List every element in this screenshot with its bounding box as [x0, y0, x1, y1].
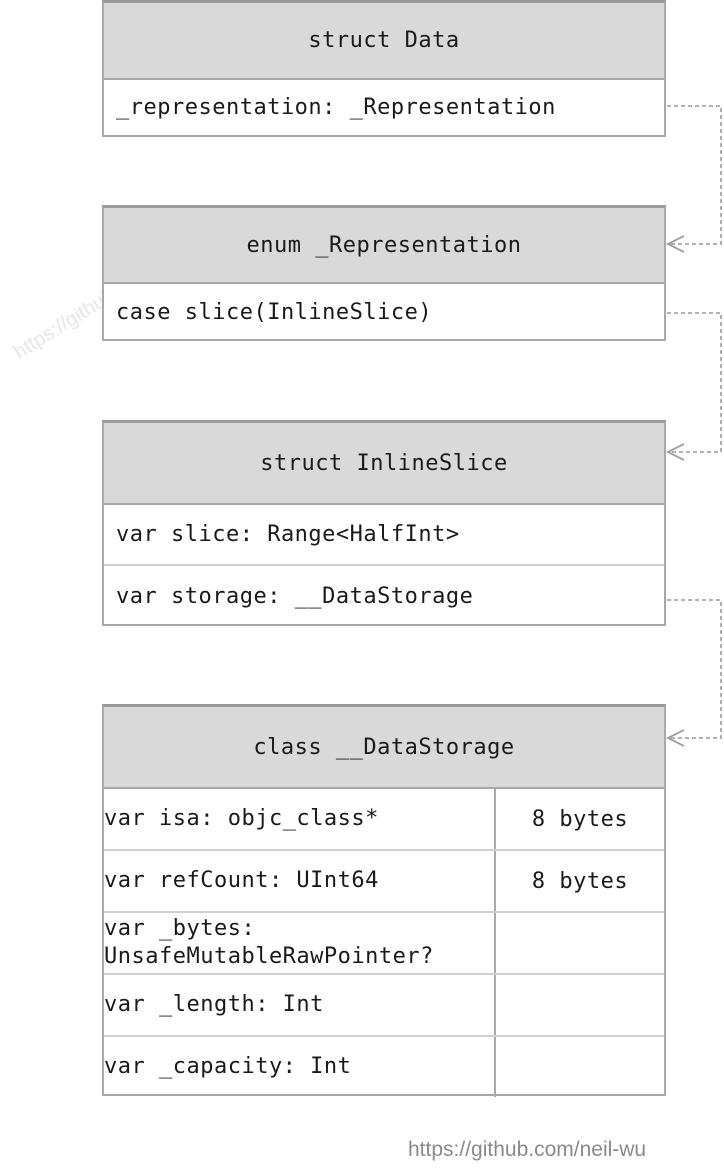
enum-representation-title: enum _Representation [104, 208, 664, 284]
datastorage-row-refcount: var refCount: UInt64 8 bytes [104, 851, 664, 913]
enum-representation-box: enum _Representation case slice(InlineSl… [102, 205, 666, 341]
datastorage-row-capacity: var _capacity: Int [104, 1037, 664, 1097]
struct-inlineslice-box: struct InlineSlice var slice: Range<Half… [102, 420, 666, 626]
struct-data-box: struct Data _representation: _Representa… [102, 0, 666, 137]
connector-data-to-representation [667, 105, 722, 245]
datastorage-field-bytes: var _bytes: UnsafeMutableRawPointer? [104, 913, 496, 973]
inlineslice-field-slice: var slice: Range<HalfInt> [104, 505, 664, 566]
datastorage-field-refcount: var refCount: UInt64 [104, 851, 496, 911]
connector-inlineslice-to-datastorage [667, 599, 722, 739]
struct-inlineslice-title: struct InlineSlice [104, 423, 664, 505]
arrowhead-datastorage [665, 729, 685, 747]
datastorage-size-isa: 8 bytes [531, 806, 629, 832]
datastorage-field-isa: var isa: objc_class* [104, 789, 496, 849]
struct-data-title: struct Data [104, 3, 664, 80]
class-datastorage-title: class __DataStorage [104, 707, 664, 789]
inlineslice-field-storage: var storage: __DataStorage [116, 583, 474, 609]
enum-representation-case: case slice(InlineSlice) [116, 299, 433, 325]
datastorage-row-length: var _length: Int [104, 975, 664, 1037]
datastorage-row-isa: var isa: objc_class* 8 bytes [104, 789, 664, 851]
datastorage-size-refcount: 8 bytes [531, 868, 629, 894]
class-datastorage-box: class __DataStorage var isa: objc_class*… [102, 704, 666, 1097]
struct-data-field: _representation: _Representation [116, 95, 556, 120]
arrowhead-inlineslice [665, 443, 685, 461]
footer-url: https://github.com/neil-wu [408, 1138, 647, 1161]
datastorage-field-length: var _length: Int [104, 975, 496, 1035]
datastorage-field-capacity: var _capacity: Int [104, 1037, 496, 1097]
arrowhead-representation [665, 235, 685, 253]
datastorage-row-bytes: var _bytes: UnsafeMutableRawPointer? [104, 913, 664, 975]
connector-representation-to-inlineslice [667, 312, 722, 453]
